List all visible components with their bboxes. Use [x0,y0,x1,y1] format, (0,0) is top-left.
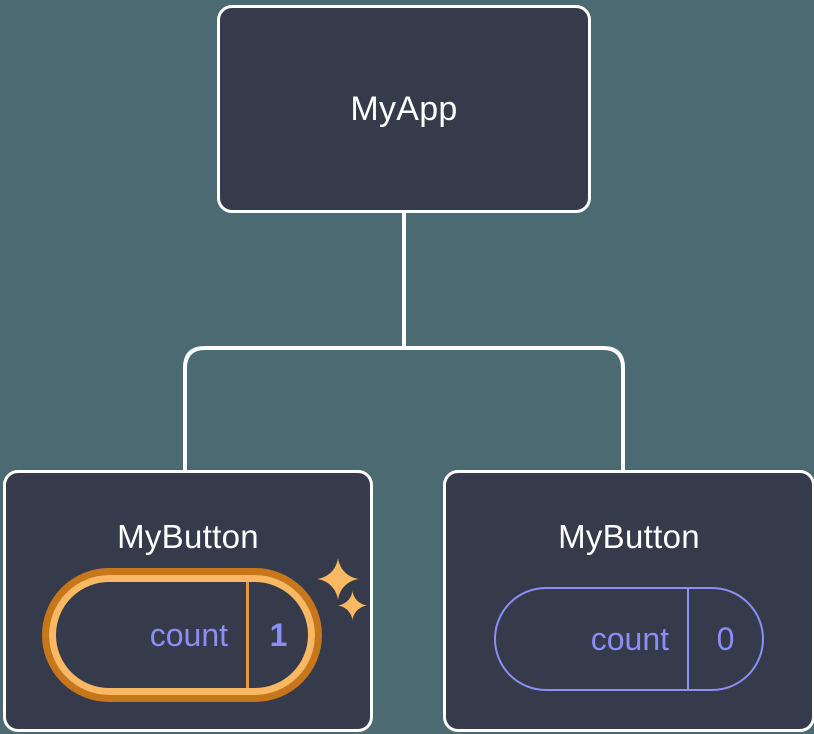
state-pill-value: 0 [687,589,762,689]
node-mybutton-left-title: MyButton [117,518,259,555]
state-pill-value: 1 [246,582,308,688]
node-mybutton-right-title: MyButton [558,518,700,555]
node-myapp[interactable]: MyApp [217,5,591,213]
state-pill-inner: count 1 [49,575,315,695]
state-pill-count-highlighted[interactable]: count 1 [42,568,322,702]
node-myapp-title: MyApp [350,90,458,128]
state-pill-key: count [149,617,228,653]
state-pill-count-plain[interactable]: count 0 [494,587,764,691]
connector-bus [183,346,625,470]
state-pill-key: count [590,621,669,657]
